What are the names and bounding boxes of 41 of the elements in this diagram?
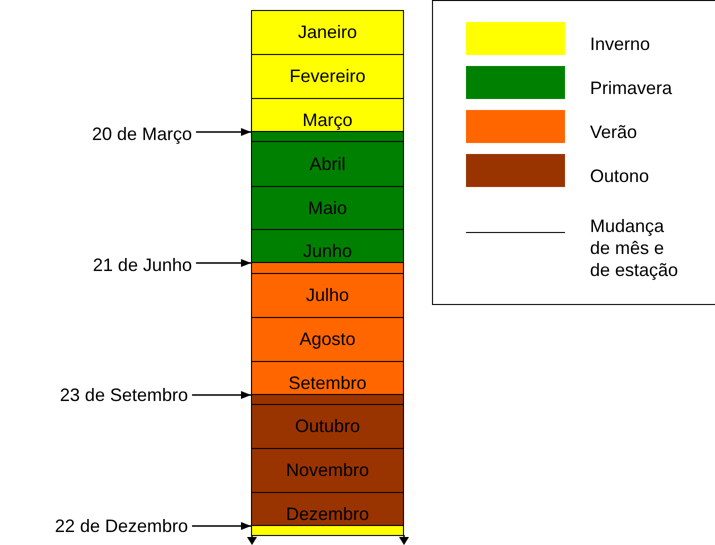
- month-cell: [251, 404, 404, 449]
- legend-label: Verão: [590, 122, 638, 143]
- date-label: 23 de Setembro: [60, 385, 188, 406]
- month-cell: [251, 492, 404, 526]
- month-label: Abril: [309, 154, 346, 174]
- month-label: Maio: [308, 198, 347, 218]
- month-label: Fevereiro: [289, 66, 366, 87]
- month-cell: [251, 361, 404, 395]
- legend-label: Inverno: [590, 34, 650, 55]
- arrow: [196, 128, 251, 136]
- month-cell: [251, 141, 404, 187]
- month-label: Junho: [302, 241, 352, 262]
- month-cell: [251, 229, 404, 263]
- legend-label: Primavera: [590, 78, 672, 99]
- month-label: Outubro: [294, 416, 360, 437]
- season-strip: [251, 131, 404, 142]
- date-label: 22 de Dezembro: [54, 516, 188, 537]
- legend-label: Mudança de mês e de estação: [590, 215, 680, 281]
- month-label: Setembro: [288, 373, 367, 394]
- month-cell: [251, 54, 404, 99]
- date-label: 20 de Março: [92, 124, 192, 145]
- month-cell: [251, 448, 404, 493]
- arrow: [192, 522, 251, 530]
- season-strip: [251, 525, 404, 536]
- season-strip: [251, 262, 404, 274]
- month-cell: [251, 317, 404, 362]
- month-label: Janeiro: [298, 22, 358, 43]
- date-label: 21 de Junho: [92, 255, 192, 276]
- month-cell: [251, 98, 404, 132]
- month-cell: [251, 186, 404, 230]
- month-label: Dezembro: [286, 504, 370, 525]
- arrow: [196, 259, 251, 267]
- month-cell: [251, 273, 404, 318]
- month-label: Agosto: [299, 329, 356, 350]
- month-cell: [251, 10, 404, 55]
- arrow: [192, 391, 251, 399]
- month-label: Novembro: [286, 460, 370, 481]
- season-strip: [251, 394, 404, 405]
- legend-label: Outono: [590, 166, 650, 187]
- month-label: Julho: [306, 285, 350, 306]
- month-label: Março: [302, 110, 352, 131]
